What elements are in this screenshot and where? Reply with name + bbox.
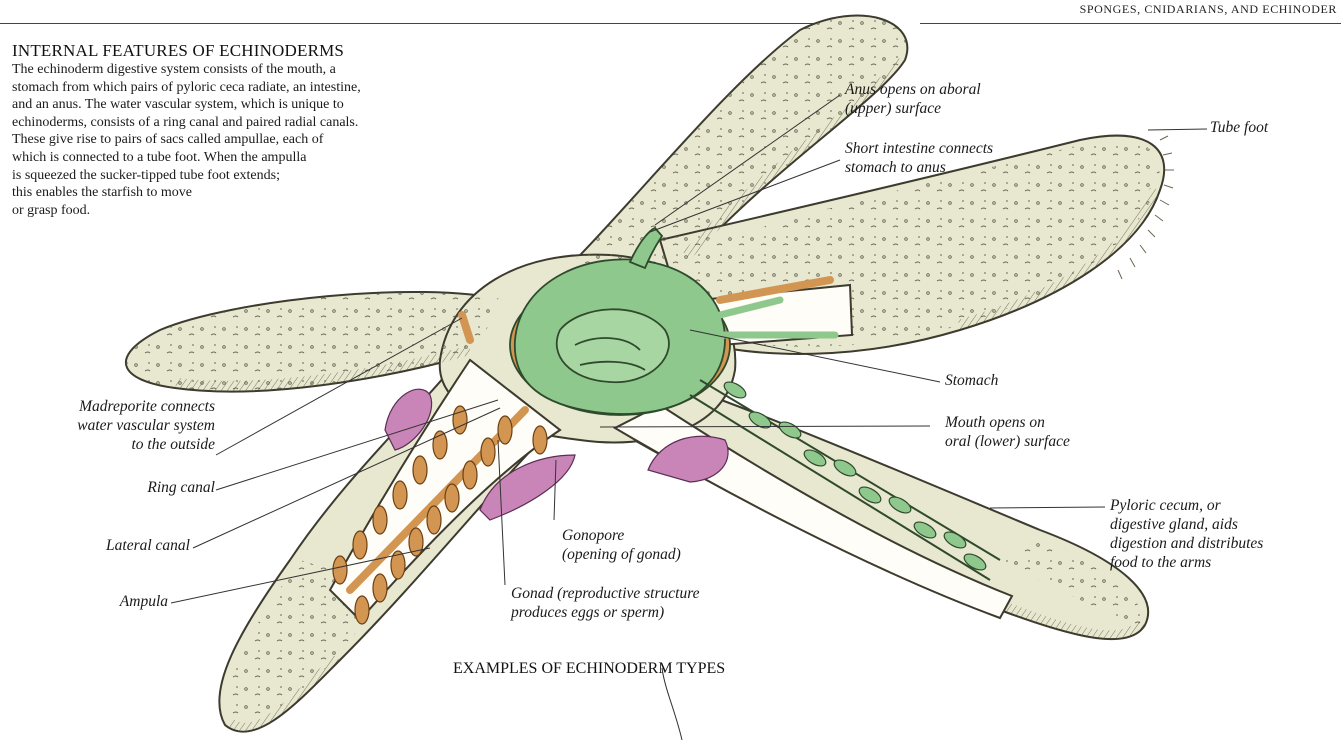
label-ampula: Ampula (5, 592, 168, 611)
intro-line: is squeezed the sucker-tipped tube foot … (12, 167, 361, 185)
intro-line: echinoderms, consists of a ring canal an… (12, 114, 361, 132)
label-anus-line: Anus opens on aboral (845, 80, 981, 99)
intro-line: and an anus. The water vascular system, … (12, 96, 361, 114)
label-gonopore-line: Gonopore (562, 526, 681, 545)
intro-paragraph: The echinoderm digestive system consists… (12, 61, 361, 219)
label-tube-foot-line: Tube foot (1210, 118, 1268, 137)
label-ampula-line: Ampula (5, 592, 168, 611)
label-madreporite-line: to the outside (5, 435, 215, 454)
intro-line: this enables the starfish to move (12, 184, 361, 202)
label-mouth: Mouth opens on oral (lower) surface (945, 413, 1070, 451)
label-madreporite-line: Madreporite connects (5, 397, 215, 416)
label-madreporite-line: water vascular system (5, 416, 215, 435)
intro-line: These give rise to pairs of sacs called … (12, 131, 361, 149)
label-tube-foot: Tube foot (1210, 118, 1268, 137)
examples-heading: EXAMPLES OF ECHINODERM TYPES (453, 660, 725, 678)
label-lateral-canal-line: Lateral canal (5, 536, 190, 555)
label-pyloric-line: food to the arms (1110, 553, 1263, 572)
label-pyloric-line: digestion and distributes (1110, 534, 1263, 553)
label-pyloric-cecum: Pyloric cecum, or digestive gland, aids … (1110, 496, 1263, 572)
intro-line: which is connected to a tube foot. When … (12, 149, 361, 167)
label-gonad-line: Gonad (reproductive structure (511, 584, 700, 603)
label-lateral-canal: Lateral canal (5, 536, 190, 555)
label-ring-canal: Ring canal (5, 478, 215, 497)
intro-line: The echinoderm digestive system consists… (12, 61, 361, 79)
intro-line: stomach from which pairs of pyloric ceca… (12, 79, 361, 97)
label-ring-canal-line: Ring canal (5, 478, 215, 497)
label-pyloric-line: digestive gland, aids (1110, 515, 1263, 534)
label-anus: Anus opens on aboral (upper) surface (845, 80, 981, 118)
label-madreporite: Madreporite connects water vascular syst… (5, 397, 215, 454)
label-pyloric-line: Pyloric cecum, or (1110, 496, 1263, 515)
label-gonopore: Gonopore (opening of gonad) (562, 526, 681, 564)
label-anus-line: (upper) surface (845, 99, 981, 118)
label-intestine: Short intestine connects stomach to anus (845, 139, 993, 177)
label-intestine-line: stomach to anus (845, 158, 993, 177)
section-title: INTERNAL FEATURES OF ECHINODERMS (12, 41, 344, 61)
stomach-folds (557, 309, 669, 382)
label-intestine-line: Short intestine connects (845, 139, 993, 158)
label-mouth-line: oral (lower) surface (945, 432, 1070, 451)
label-mouth-line: Mouth opens on (945, 413, 1070, 432)
label-gonad-line: produces eggs or sperm) (511, 603, 700, 622)
label-stomach: Stomach (945, 371, 998, 390)
label-gonopore-line: (opening of gonad) (562, 545, 681, 564)
intro-line: or grasp food. (12, 202, 361, 220)
label-gonad: Gonad (reproductive structure produces e… (511, 584, 700, 622)
label-stomach-line: Stomach (945, 371, 998, 390)
